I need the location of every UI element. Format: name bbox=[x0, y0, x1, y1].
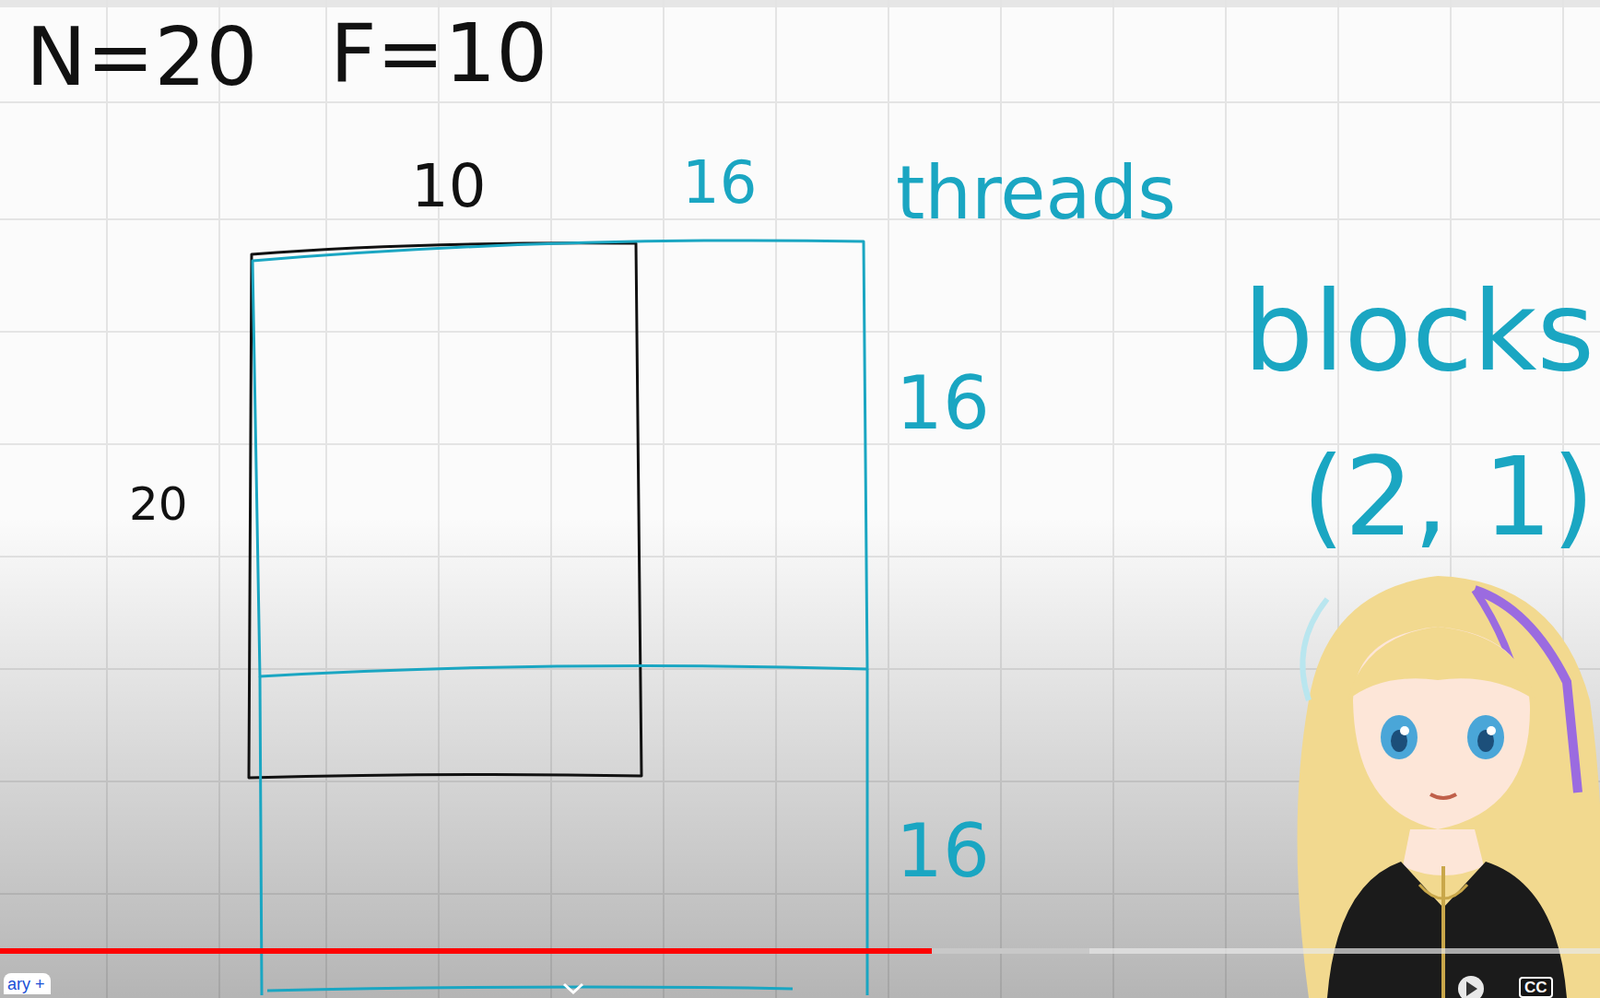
data-matrix bbox=[248, 243, 642, 778]
play-button bbox=[1458, 976, 1484, 998]
progress-buffered bbox=[931, 948, 1090, 954]
dimension-label: 16 bbox=[895, 814, 990, 889]
thread-block bbox=[252, 240, 868, 677]
chevron-icon bbox=[564, 984, 583, 993]
heading-label: threads bbox=[895, 156, 1177, 231]
dimension-label: 10 bbox=[411, 156, 486, 216]
progress-played bbox=[0, 948, 932, 954]
heading-label: blocks bbox=[1243, 276, 1595, 388]
grid-size-label: (2, 1) bbox=[1302, 442, 1595, 552]
thread-block bbox=[259, 669, 868, 996]
dimension-label: 16 bbox=[895, 366, 990, 441]
progress-rest bbox=[1089, 948, 1600, 954]
formula-label: N=20 bbox=[25, 16, 259, 98]
avatar bbox=[1297, 576, 1600, 998]
dimension-label: 20 bbox=[129, 481, 189, 528]
play-icon bbox=[1466, 981, 1478, 997]
button-label: ary + bbox=[3, 973, 51, 995]
dimension-label: 16 bbox=[682, 152, 757, 212]
top-strip bbox=[0, 0, 1600, 8]
formula-label: F=10 bbox=[329, 12, 548, 95]
caption-button: CC bbox=[1518, 976, 1553, 998]
